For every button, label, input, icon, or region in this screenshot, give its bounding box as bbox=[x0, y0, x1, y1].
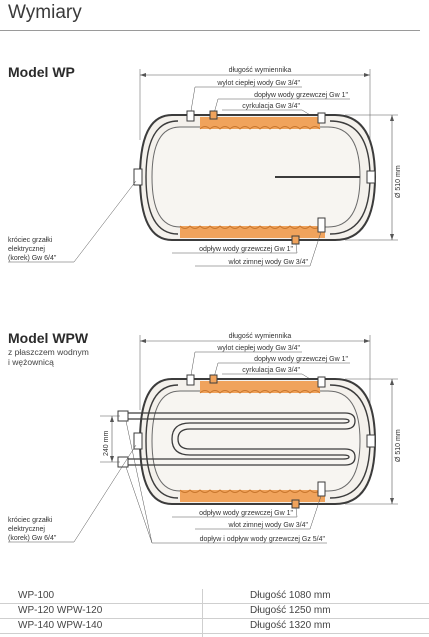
heater-label-line1: króciec grzałki bbox=[8, 237, 53, 244]
heater-label-line2: elektrycznej bbox=[8, 246, 45, 253]
wpw-heating-inlet-label: dopływ wody grzewczej Gw 1" bbox=[254, 356, 348, 363]
circulation-port bbox=[317, 112, 326, 124]
wpw-heater-label-line2: elektrycznej bbox=[8, 526, 45, 533]
heater-label-line3: (korek) Gw 6/4" bbox=[8, 255, 57, 262]
heater-port bbox=[133, 168, 143, 186]
wpw-tank-inner bbox=[151, 390, 361, 492]
spec-table: WP-100 Długość 1080 mm WP-120 WPW-120 Dł… bbox=[0, 589, 429, 634]
wpw-hot-outlet-port bbox=[186, 374, 195, 386]
model-wp-heading: Model WP bbox=[8, 64, 75, 80]
heating-inlet-port bbox=[209, 110, 218, 120]
wpw-heating-outlet-label: odpływ wody grzewczej Gw 1" bbox=[199, 510, 293, 517]
top-heating-jacket bbox=[199, 117, 321, 130]
wpw-diameter-label: Ø 510 mm bbox=[395, 429, 402, 462]
spec-column-divider bbox=[202, 589, 203, 637]
hot-outlet-port bbox=[186, 110, 195, 122]
model-wpw-diagram: długość wymiennika wylot ciepłej wody Gw… bbox=[8, 333, 402, 544]
bottom-heating-jacket bbox=[179, 225, 326, 238]
wpw-top-heating-jacket bbox=[199, 381, 321, 394]
heating-coil bbox=[125, 412, 356, 466]
spec-row: WP-120 WPW-120 Długość 1250 mm bbox=[0, 604, 429, 619]
wpw-bottom-heating-jacket bbox=[179, 489, 326, 502]
model-wpw-subtitle: z płaszczem wodnym i wężownicą bbox=[8, 347, 89, 367]
diameter-label: Ø 510 mm bbox=[395, 165, 402, 198]
wpw-heating-inlet-port bbox=[209, 374, 218, 384]
heating-outlet-port bbox=[291, 235, 300, 245]
wpw-circulation-label: cyrkulacja Gw 3/4" bbox=[242, 367, 300, 374]
wpw-heater-label-line1: króciec grzałki bbox=[8, 517, 53, 524]
wpw-circulation-port bbox=[317, 376, 326, 388]
coil-ports-label: dopływ i odpływ wody grzewczej Gz 5/4" bbox=[200, 536, 326, 543]
wpw-cold-inlet-port bbox=[317, 481, 326, 497]
wpw-heater-port bbox=[133, 432, 143, 450]
hot-outlet-label: wylot ciepłej wody Gw 3/4" bbox=[216, 80, 300, 87]
wpw-heating-outlet-port bbox=[291, 499, 300, 509]
page-title: Wymiary bbox=[8, 2, 82, 23]
spec-length: Długość 1250 mm bbox=[250, 605, 331, 616]
spec-row: WP-100 Długość 1080 mm bbox=[0, 589, 429, 604]
spec-model: WP-120 WPW-120 bbox=[18, 605, 103, 616]
cold-inlet-port bbox=[317, 217, 326, 233]
spec-length: Długość 1320 mm bbox=[250, 620, 331, 631]
heating-outlet-label: odpływ wody grzewczej Gw 1" bbox=[199, 246, 293, 253]
cold-inlet-label: wlot zimnej wody Gw 3/4" bbox=[227, 259, 308, 266]
right-port bbox=[366, 170, 376, 184]
model-wp-diagram: długość wymiennika wylot ciepłej wody Gw… bbox=[8, 67, 402, 267]
wpw-cold-inlet-label: wlot zimnej wody Gw 3/4" bbox=[227, 522, 308, 529]
model-wpw-subtitle-line1: z płaszczem wodnym bbox=[8, 347, 89, 357]
spec-model: WP-100 bbox=[18, 590, 55, 601]
wpw-heater-label-line3: (korek) Gw 6/4" bbox=[8, 535, 57, 542]
model-wpw-heading: Model WPW bbox=[8, 330, 89, 346]
wpw-length-label: długość wymiennika bbox=[229, 333, 292, 340]
length-label: długość wymiennika bbox=[229, 67, 292, 74]
spec-model: WP-140 WPW-140 bbox=[18, 620, 103, 631]
title-divider bbox=[0, 30, 420, 31]
coil-spacing-label: 240 mm bbox=[103, 431, 110, 456]
spec-length: Długość 1080 mm bbox=[250, 590, 331, 601]
circulation-label: cyrkulacja Gw 3/4" bbox=[242, 103, 300, 110]
wpw-right-port bbox=[366, 434, 376, 448]
spec-row: WP-140 WPW-140 Długość 1320 mm bbox=[0, 619, 429, 634]
heating-inlet-label: dopływ wody grzewczej Gw 1" bbox=[254, 92, 348, 99]
model-wpw-subtitle-line2: i wężownicą bbox=[8, 357, 54, 367]
tank-inner bbox=[151, 126, 361, 228]
wpw-hot-outlet-label: wylot ciepłej wody Gw 3/4" bbox=[216, 345, 300, 352]
